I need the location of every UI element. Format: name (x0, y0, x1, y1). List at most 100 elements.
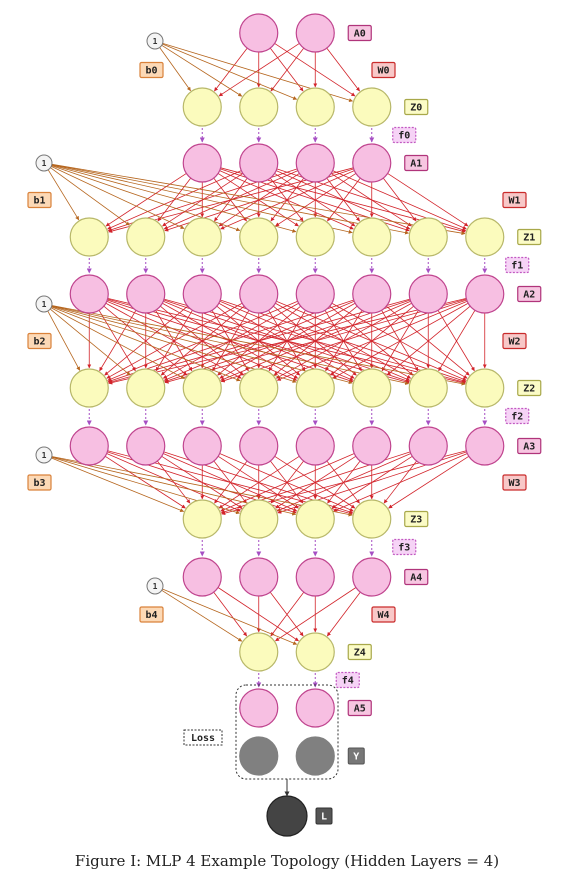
loss-tag-text: Loss (191, 733, 215, 744)
weight-edge (161, 455, 243, 509)
weight-edge (106, 302, 243, 379)
preactivation-tag: Z4 (347, 643, 372, 661)
target-tag-text: Y (353, 752, 359, 763)
bias-edge (51, 163, 466, 236)
activation-node (239, 557, 279, 597)
preactivation-tag-text: Z2 (523, 384, 535, 395)
activation-tag-text: A2 (523, 290, 535, 301)
bias-tag-text: b3 (33, 478, 45, 489)
weight-edge (388, 455, 470, 509)
weight-edge (386, 305, 471, 376)
bias-edge (49, 308, 131, 376)
preactivation-node (69, 368, 109, 408)
bias-edge (51, 305, 466, 386)
activation-fn-tag: f4 (335, 671, 360, 689)
weight-edge (438, 310, 476, 372)
bias-edge (47, 310, 81, 371)
bias-edge (51, 305, 410, 385)
output-activation-tag-text: A5 (354, 704, 366, 715)
activation-node (295, 143, 335, 183)
preactivation-node (239, 499, 279, 539)
bias-tag: b3 (27, 474, 52, 491)
activation-fn-tag-text: f3 (398, 543, 410, 554)
weight-edge (270, 591, 305, 637)
bias-edge (50, 307, 185, 379)
activation-fn-tag-text: f2 (511, 412, 523, 423)
weight-edge (164, 298, 467, 384)
activation-tag-text: A1 (410, 159, 422, 170)
activation-fn-tag: f3 (392, 538, 417, 556)
preactivation-node (295, 632, 335, 672)
bias-tag: b1 (27, 191, 52, 209)
preactivation-tag-text: Z3 (410, 515, 422, 526)
bias-tag-text: b0 (145, 66, 157, 77)
activation-fn-tag: f2 (505, 407, 530, 425)
bias-edge (161, 44, 243, 97)
weight-edge (270, 460, 304, 504)
weight-edge (220, 170, 355, 230)
weight-edge (157, 460, 191, 504)
weight-edge (276, 300, 468, 381)
bias-tag-text: b1 (33, 196, 45, 207)
preactivation-node (408, 368, 448, 408)
preactivation-node (295, 87, 335, 127)
preactivation-node (352, 87, 392, 127)
preactivation-tag: Z2 (517, 379, 542, 397)
bias-node-label: 1 (42, 451, 47, 460)
output-activation-node (239, 688, 279, 728)
preactivation-node (182, 87, 222, 127)
activation-node (408, 426, 448, 466)
bias-edge (51, 305, 353, 385)
preactivation-node (465, 217, 505, 257)
weight-edge (326, 47, 360, 92)
preactivation-tag: Z1 (517, 228, 542, 246)
weight-edge (333, 453, 468, 512)
loss-group-box (235, 684, 339, 780)
preactivation-tag-text: Z4 (354, 648, 366, 659)
preactivation-node (182, 368, 222, 408)
weight-edge (107, 299, 354, 383)
bias-edge (162, 588, 298, 645)
preactivation-node (126, 368, 166, 408)
activation-tag-text: A0 (354, 29, 366, 40)
bias-edge (51, 306, 241, 382)
weight-edge (218, 43, 300, 97)
weight-edge (269, 177, 304, 222)
preactivation-node (465, 368, 505, 408)
activation-node (69, 426, 109, 466)
target-node (295, 736, 335, 776)
weight-edge (217, 455, 299, 509)
activation-node (352, 557, 392, 597)
bias-node (35, 295, 53, 313)
activation-node (408, 274, 448, 314)
activation-node (182, 274, 222, 314)
bias-node (35, 446, 53, 464)
weight-edge (274, 43, 356, 97)
preactivation-tag-text: Z1 (523, 233, 535, 244)
weight-edge (104, 305, 188, 376)
bias-node (146, 577, 164, 595)
activation-node (295, 274, 335, 314)
loss-node-tag-text: L (321, 812, 327, 823)
loss-group-layer (235, 684, 339, 780)
activation-tag: A1 (404, 154, 429, 172)
activation-fn-tag-text: f4 (342, 676, 354, 687)
activation-fn-tag-text: f0 (398, 131, 410, 142)
weight-edge (269, 47, 304, 92)
bias-tag: b0 (139, 61, 164, 79)
preactivation-node (239, 368, 279, 408)
weight-edge (326, 460, 360, 504)
activation-node (465, 426, 505, 466)
weight-edge (387, 173, 469, 227)
weight-edge (269, 591, 304, 637)
preactivation-tag: Z0 (404, 98, 429, 116)
activation-fn-tag-text: f1 (511, 261, 523, 272)
bias-edge (50, 167, 130, 226)
activation-tag: A4 (404, 568, 429, 586)
activation-node (182, 426, 222, 466)
weight-edge (275, 173, 357, 227)
bias-node-label: 1 (153, 582, 158, 591)
bias-node-label: 1 (153, 37, 158, 46)
bias-edge (161, 589, 243, 642)
